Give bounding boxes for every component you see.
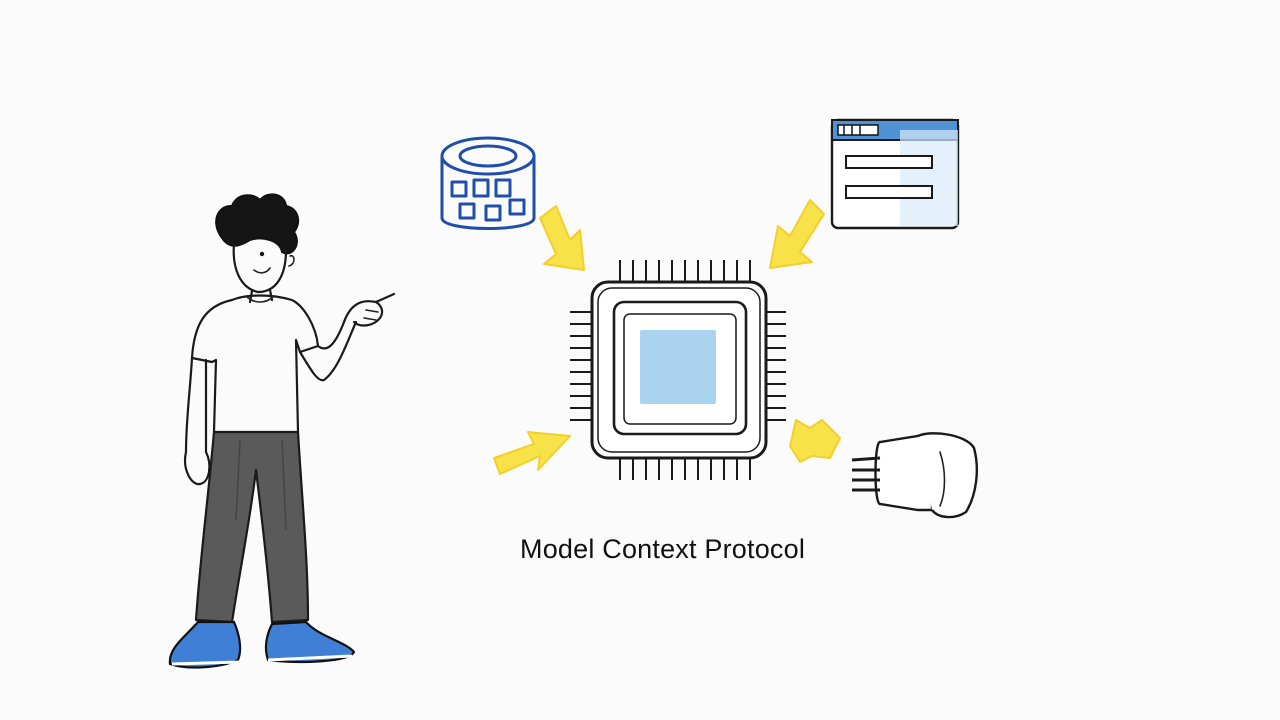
arrow-plug-to-chip [789, 419, 841, 463]
arrow-left-to-chip [493, 431, 571, 475]
diagram-caption: Model Context Protocol [520, 534, 806, 564]
database-icon [440, 136, 536, 230]
power-plug-icon [851, 432, 979, 519]
person-pointing-icon [168, 193, 396, 669]
app-window-icon [830, 118, 960, 230]
processor-chip-icon [570, 260, 786, 480]
arrow-window-to-chip [769, 199, 825, 269]
arrow-database-to-chip [539, 205, 585, 271]
